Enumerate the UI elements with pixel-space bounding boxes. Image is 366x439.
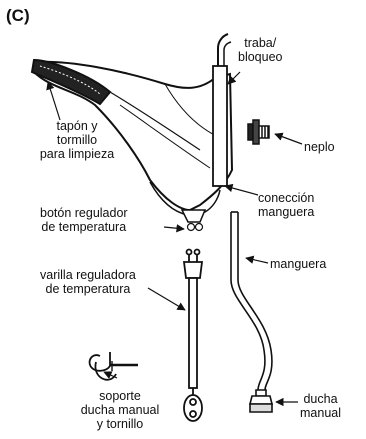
shower-head: [30, 33, 234, 232]
label-varilla-line1: varilla reguladora: [40, 268, 136, 282]
label-varilla-line2: de temperatura: [45, 282, 131, 296]
label-soporte: soporte ducha manual y tornillo: [70, 389, 170, 431]
support-bracket: [88, 352, 138, 381]
label-boton: botón regulador de temperatura: [40, 206, 128, 234]
label-ducha-line2: manual: [300, 406, 341, 420]
label-boton-line2: de temperatura: [41, 220, 127, 234]
hand-shower-end: [248, 389, 274, 413]
label-traba: traba/ bloqueo: [238, 36, 283, 64]
label-neplo: neplo: [304, 140, 335, 154]
label-traba-line1: traba/: [244, 36, 277, 50]
label-conexion: conección manguera: [258, 191, 314, 219]
label-ducha: ducha manual: [300, 392, 341, 420]
leader-lines: [46, 71, 303, 407]
label-traba-line2: bloqueo: [238, 50, 283, 64]
panel-label: (C): [6, 6, 30, 25]
label-manguera: manguera: [270, 257, 327, 271]
label-ducha-line1: ducha: [303, 392, 338, 406]
label-tapon-line3: para limpieza: [39, 147, 115, 161]
label-soporte-line3: y tornillo: [96, 417, 144, 431]
label-soporte-line2: ducha manual: [80, 403, 160, 417]
label-varilla: varilla reguladora de temperatura: [40, 268, 136, 296]
temperature-rod: [182, 248, 204, 422]
label-tapon-line1: tapón y: [56, 119, 98, 133]
label-conexion-line1: conección: [258, 191, 315, 205]
label-soporte-line1: soporte: [99, 389, 141, 403]
neplo-fitting: [247, 119, 270, 145]
hose: [230, 211, 273, 391]
label-boton-line1: botón regulador: [40, 206, 128, 220]
label-conexion-line2: manguera: [258, 205, 315, 219]
label-tapon: tapón y tormillo para limpieza: [26, 119, 128, 161]
label-tapon-line2: tormillo: [56, 133, 98, 147]
